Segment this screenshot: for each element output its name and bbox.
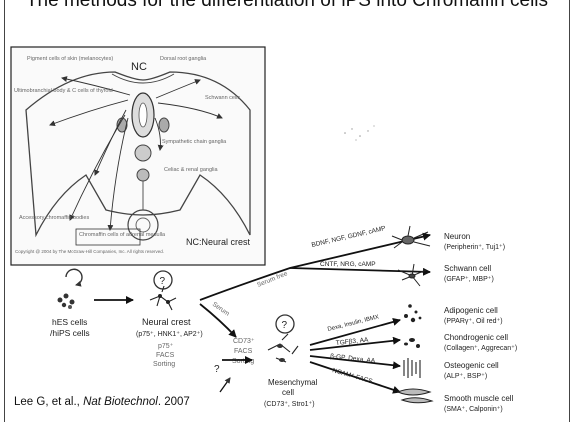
cd73-3: Sorting — [232, 358, 254, 365]
inset-label-dorsal-root: Dorsal root ganglia — [160, 56, 207, 62]
citation: Lee G, et al., Nat Biotechnol. 2007 — [14, 396, 190, 408]
cond-smooth: NCAM⁺ FACS — [331, 367, 373, 385]
smooth-muscle-cell-icon — [398, 389, 432, 403]
inset-label-ultimobranchial: Ultimobranchial body & C cells of thyroi… — [14, 88, 113, 94]
neural-crest-node: ? Neural crest (p75⁺, HNK1⁺, AP2⁺) p75⁺ … — [136, 271, 203, 368]
citation-authors: Lee G, et al., — [14, 396, 80, 408]
faint-speckle — [344, 125, 374, 140]
mes-title-2: cell — [282, 388, 294, 397]
inset-caption: NC:Neural crest — [186, 237, 251, 247]
svg-text:?: ? — [160, 276, 166, 287]
outcome-markers: (SMA⁺, Calponin⁺) — [444, 406, 503, 413]
outcome-name: Schwann cell — [444, 264, 491, 273]
cond-osteo: β-GP, Dexa, AA — [330, 353, 376, 365]
hes-cells-node: hES cells /hiPS cells — [50, 269, 90, 338]
outcome-markers: (ALP⁺, BSP⁺) — [444, 373, 487, 380]
cd73-1: CD73⁺ — [233, 338, 255, 345]
question-mark: ? — [214, 364, 220, 375]
inset-nc-label: NC — [131, 61, 147, 73]
hes-label-2: /hiPS cells — [50, 328, 90, 338]
outcome-markers: (GFAP⁺, MBP⁺) — [444, 276, 494, 283]
neural-crest-inset: NC Pigment cells of skin (melanocytes) D… — [11, 47, 265, 265]
cond-schwann: CNTF, NRG, cAMP — [320, 261, 376, 268]
osteogenic-cell-icon — [404, 358, 420, 378]
outcome-name: Smooth muscle cell — [444, 394, 514, 403]
outcome-markers: (Peripherin⁺, Tuj1⁺) — [444, 244, 505, 251]
adipogenic-cell-icon — [404, 304, 421, 322]
nc-title: Neural crest — [142, 317, 191, 327]
schwann-cell-icon — [398, 264, 426, 286]
inset-label-sympathetic: Sympathetic chain ganglia — [162, 139, 227, 145]
outcome-markers: (PPARγ⁺, Oil red⁺) — [444, 318, 503, 325]
outcome-name: Chondrogenic cell — [444, 333, 508, 342]
cd73-2: FACS — [234, 348, 253, 355]
citation-journal: Nat Biotechnol — [83, 396, 158, 408]
inset-label-chromaffin: Chromaffin cells of adrenal medulla — [79, 232, 166, 238]
chondrogenic-cell-icon — [404, 338, 420, 348]
mes-markers: (CD73⁺, Stro1⁺) — [264, 401, 315, 408]
outcome-name: Neuron — [444, 232, 470, 241]
cond-neuron: BDNF, NGF, GDNF, cAMP — [311, 225, 386, 249]
outcome-markers: (Collagen⁺, Aggrecan⁺) — [444, 345, 517, 352]
notochord — [135, 145, 151, 161]
svg-text:?: ? — [282, 320, 288, 331]
citation-year: . 2007 — [158, 396, 190, 408]
arrow-to-schwann — [290, 268, 430, 272]
outcome-name: Adipogenic cell — [444, 306, 498, 315]
serum-free-label: Serum free — [256, 270, 289, 289]
hes-label-1: hES cells — [52, 317, 87, 327]
inset-label-schwann: Schwann cells — [205, 95, 240, 101]
nc-sort-3: Sorting — [153, 361, 175, 368]
inset-label-celiac: Celiac & renal ganglia — [164, 167, 218, 173]
nc-sort-1: p75⁺ — [158, 343, 174, 350]
mesenchymal-node: ? Mesenchymal cell (CD73⁺, Stro1⁺) — [264, 315, 318, 408]
inset-label-pigment: Pigment cells of skin (melanocytes) — [27, 56, 113, 62]
cond-adipo: Dexa, Insulin, IBMX — [327, 314, 380, 333]
inset-label-accessory: Accessory chromaffin bodies — [19, 215, 89, 221]
mes-title-1: Mesenchymal — [268, 378, 318, 387]
outcome-labels: Neuron (Peripherin⁺, Tuj1⁺) Schwann cell… — [444, 232, 517, 413]
nc-markers: (p75⁺, HNK1⁺, AP2⁺) — [136, 331, 203, 338]
outcome-name: Osteogenic cell — [444, 361, 499, 370]
inset-copyright: Copyright @ 2004 by The McGraw-Hill Comp… — [15, 249, 164, 254]
nc-sort-2: FACS — [156, 352, 175, 359]
